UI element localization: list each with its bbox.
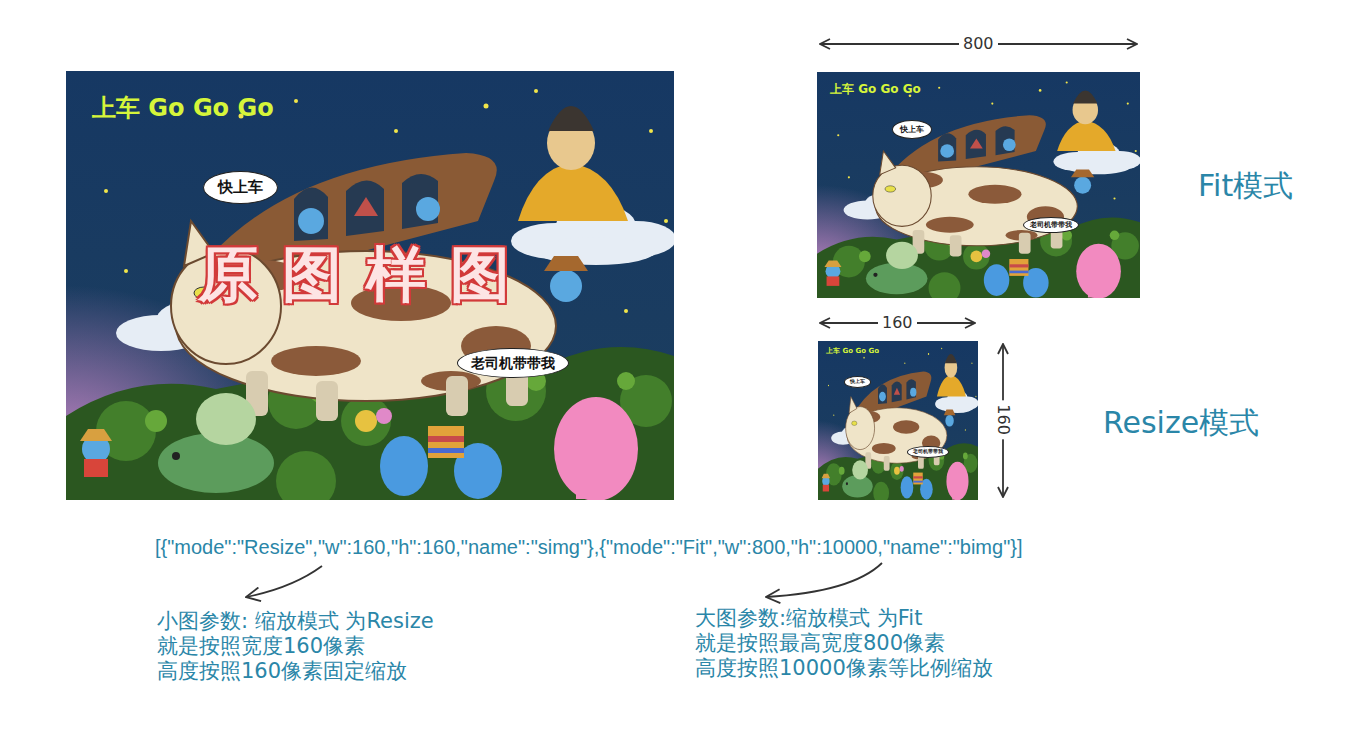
illustration-image: 上车 Go Go Go 原图样图 快上车老司机带带我 bbox=[66, 71, 674, 500]
mode-label: Fit模式 bbox=[1198, 168, 1293, 204]
speech-bubble: 快上车 bbox=[892, 120, 932, 139]
bubble-text: 老司机带带我 bbox=[1030, 221, 1072, 229]
speech-bubble: 老司机带带我 bbox=[907, 446, 949, 458]
illustration-scene bbox=[817, 72, 1140, 298]
illustration-image: 上车 Go Go Go 快上车老司机带带我 bbox=[817, 72, 1140, 298]
dimension-label: 800 bbox=[959, 34, 998, 53]
speech-bubble: 快上车 bbox=[203, 171, 278, 204]
note-text: 小图参数: 缩放模式 为Resize 就是按照宽度160像素 高度按照160像素… bbox=[157, 609, 492, 684]
illustration-image: 上车 Go Go Go 快上车老司机带带我 bbox=[818, 341, 978, 500]
speech-bubble: 快上车 bbox=[844, 376, 871, 388]
sign-text: 上车 Go Go Go bbox=[830, 83, 921, 96]
parameter-code: [{"mode":"Resize","w":160,"h":160,"name"… bbox=[155, 535, 1022, 559]
illustration bbox=[818, 341, 978, 500]
dimension-label: 160 bbox=[994, 400, 1013, 439]
mode-label: Resize模式 bbox=[1103, 405, 1259, 441]
bubble-text: 快上车 bbox=[850, 379, 865, 385]
illustration bbox=[817, 72, 1140, 298]
illustration-scene bbox=[818, 341, 978, 500]
speech-bubble: 老司机带带我 bbox=[457, 348, 569, 378]
bubble-text: 老司机带带我 bbox=[471, 355, 555, 371]
bubble-text: 老司机带带我 bbox=[913, 449, 943, 455]
leader-arrow bbox=[246, 566, 322, 597]
speech-bubble: 老司机带带我 bbox=[1023, 217, 1079, 233]
bubble-text: 快上车 bbox=[218, 179, 263, 196]
sign-text: 上车 Go Go Go bbox=[92, 95, 274, 121]
illustration-scene bbox=[66, 71, 674, 500]
note-text: 大图参数:缩放模式 为Fit 就是按照最高宽度800像素 高度按照10000像素… bbox=[695, 606, 1080, 681]
watermark-text: 原图样图 bbox=[198, 241, 534, 307]
bubble-text: 快上车 bbox=[900, 125, 924, 134]
leader-arrow bbox=[766, 563, 882, 597]
dimension-label: 160 bbox=[878, 313, 917, 332]
sign-text: 上车 Go Go Go bbox=[826, 348, 879, 356]
